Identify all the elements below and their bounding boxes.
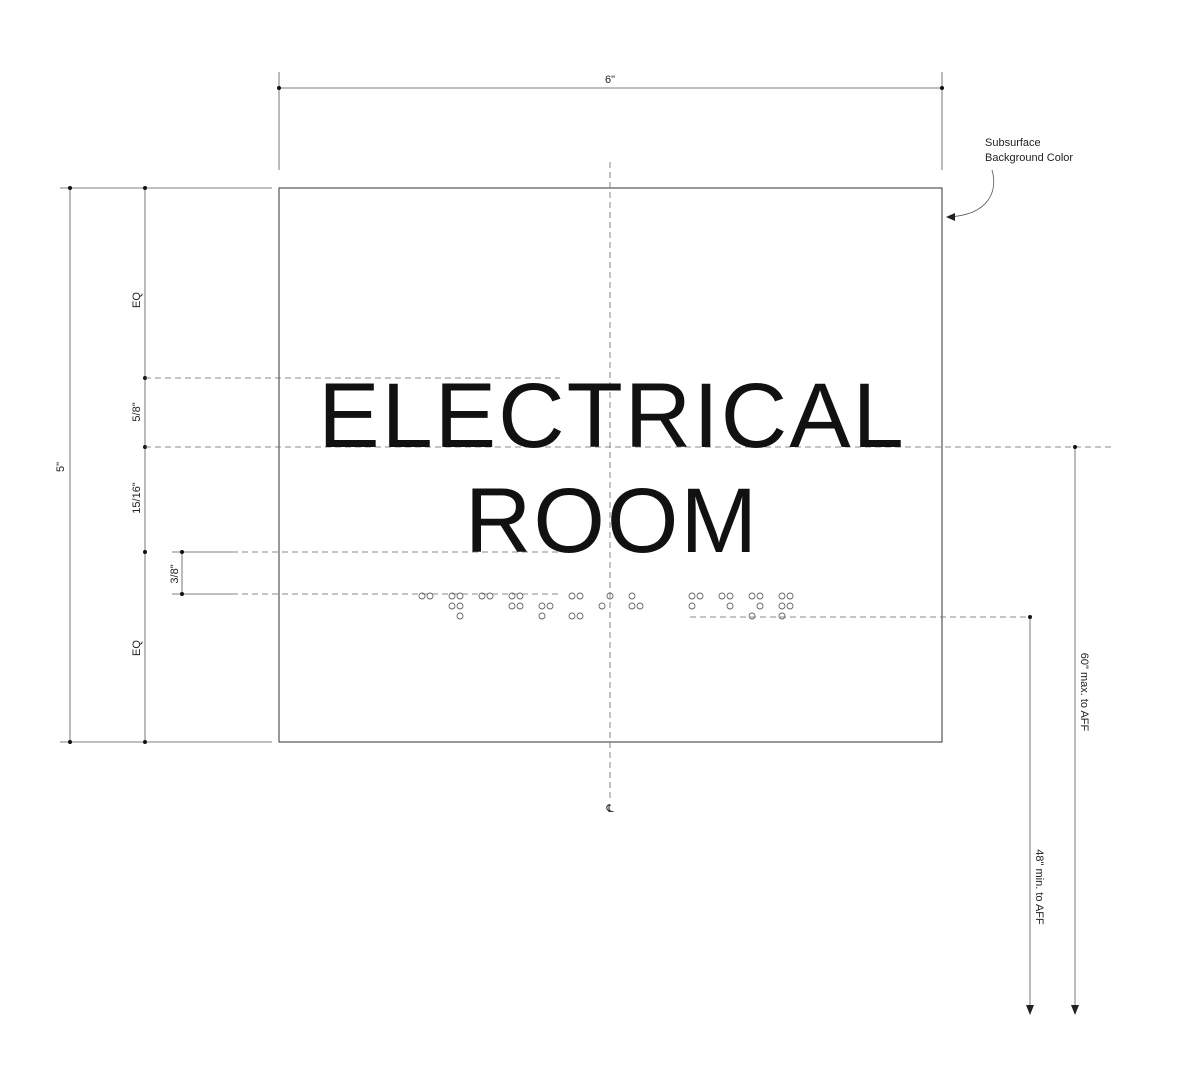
braille-dot [786, 592, 794, 600]
braille-dot [786, 602, 794, 610]
vertical-chain-dimension: EQ 5/8" 15/16" EQ [131, 186, 147, 744]
cap-height-label: 5/8" [131, 402, 143, 421]
bottom-spacing-label: EQ [131, 640, 143, 656]
braille-dot [718, 592, 726, 600]
width-label: 6" [605, 74, 615, 86]
braille-cell [538, 602, 554, 620]
braille-cell [748, 592, 764, 620]
subsurface-label-line2: Background Color [985, 152, 1073, 164]
braille-dot [748, 592, 756, 600]
braille-cell [598, 592, 614, 610]
braille-dot [688, 602, 696, 610]
braille-dot [606, 592, 614, 600]
braille-gap-dimension: 3/8" [169, 550, 232, 596]
line-spacing-label: 15/16" [131, 482, 143, 514]
max-height-label: 60" max. to AFF [1078, 653, 1090, 732]
braille-dot [576, 592, 584, 600]
braille-dot [538, 602, 546, 610]
braille-dot [516, 592, 524, 600]
braille-dot [456, 612, 464, 620]
braille-dot [448, 602, 456, 610]
braille-dot [628, 592, 636, 600]
braille-dot [538, 612, 546, 620]
braille-dot [418, 592, 426, 600]
braille-dot [756, 592, 764, 600]
braille-cell [688, 592, 704, 610]
height-dimension: 5" [55, 186, 272, 744]
subsurface-label-line1: Subsurface [985, 137, 1041, 149]
braille-dot [568, 592, 576, 600]
braille-dot [598, 602, 606, 610]
braille-dot [628, 602, 636, 610]
braille-dot [546, 602, 554, 610]
width-dimension: 6" [277, 72, 944, 170]
braille-cell [718, 592, 734, 610]
guide-lines: ℄ [145, 162, 1115, 815]
braille-dot [696, 592, 704, 600]
braille-dot [778, 602, 786, 610]
braille-dot [726, 592, 734, 600]
braille-dot [516, 602, 524, 610]
braille-dot [576, 612, 584, 620]
top-spacing-label: EQ [131, 292, 143, 308]
braille-cell [778, 592, 794, 620]
subsurface-arrow [947, 169, 995, 218]
braille-cell [448, 592, 464, 620]
braille-dot [778, 592, 786, 600]
braille-text [418, 592, 794, 620]
centerline-symbol: ℄ [605, 803, 613, 815]
braille-dot [568, 612, 576, 620]
min-height-dimension: 48" min. to AFF [1026, 615, 1045, 1015]
braille-dot [778, 612, 786, 620]
min-height-label: 48" min. to AFF [1033, 849, 1045, 925]
braille-dot [448, 592, 456, 600]
braille-dot [636, 602, 644, 610]
max-height-dimension: 60" max. to AFF [1071, 445, 1090, 1015]
braille-cell [628, 592, 644, 610]
subsurface-arrowhead [946, 213, 955, 221]
braille-dot [426, 592, 434, 600]
braille-dot [508, 592, 516, 600]
braille-cell [478, 592, 494, 600]
braille-cell [508, 592, 524, 610]
braille-dot [688, 592, 696, 600]
braille-dot [508, 602, 516, 610]
sign-line-2: ROOM [465, 470, 759, 572]
braille-dot [486, 592, 494, 600]
braille-dot [726, 602, 734, 610]
braille-dot [456, 602, 464, 610]
braille-dot [456, 592, 464, 600]
braille-cell [418, 592, 434, 600]
sign-panel [278, 187, 943, 743]
braille-gap-label: 3/8" [169, 564, 181, 583]
height-label: 5" [55, 462, 67, 472]
subsurface-note: Subsurface Background Color [946, 137, 1073, 221]
braille-dot [478, 592, 486, 600]
braille-cell [568, 592, 584, 620]
braille-dot [748, 612, 756, 620]
sign-line-1: ELECTRICAL [318, 365, 906, 467]
braille-dot [756, 602, 764, 610]
